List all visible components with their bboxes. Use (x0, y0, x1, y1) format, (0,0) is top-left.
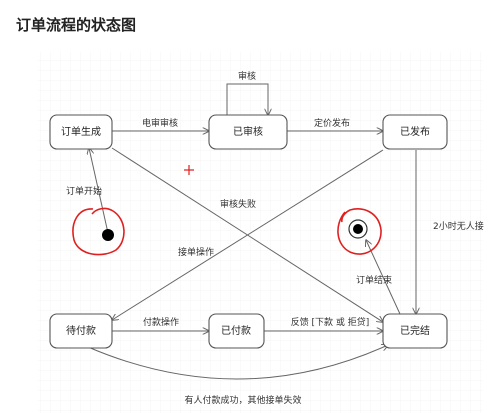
edge-order-end (366, 240, 401, 315)
label-order-start: 订单开始 (66, 185, 102, 197)
state-label: 已审核 (233, 125, 263, 138)
label-payment-operation: 付款操作 (143, 316, 179, 328)
state-paid: 已付款 (208, 313, 265, 349)
state-pending-payment: 待付款 (49, 313, 113, 349)
label-order-end: 订单结束 (356, 274, 392, 286)
edge-order-start (89, 148, 109, 234)
annotation-circle-initial (72, 207, 125, 256)
state-label: 订单生成 (61, 125, 101, 138)
transitions (87, 83, 416, 380)
label-feedback: 反馈 [下款 或 拒贷] (291, 316, 370, 328)
state-label: 待付款 (66, 324, 96, 337)
state-label: 已发布 (400, 125, 430, 138)
state-label: 已付款 (221, 324, 251, 337)
state-label: 已完结 (400, 324, 430, 337)
state-order-created: 订单生成 (49, 114, 113, 150)
label-electronic-review: 电审审核 (142, 117, 178, 129)
edge-accept-order (112, 149, 384, 320)
diagram-title: 订单流程的状态图 (16, 16, 137, 34)
final-state (348, 219, 368, 239)
state-completed: 已完结 (382, 313, 448, 349)
red-plus-mark (184, 165, 194, 175)
annotation-circle-final (337, 208, 382, 255)
state-reviewed: 已审核 (208, 114, 288, 150)
initial-state (102, 229, 114, 241)
label-no-one-accepts: 2小时无人接 (433, 220, 484, 232)
edge-review-loop (226, 83, 268, 115)
label-review-failed: 审核失败 (220, 198, 256, 210)
label-accept-order: 接单操作 (178, 246, 214, 258)
state-published: 已发布 (382, 114, 448, 150)
red-annotations (72, 165, 382, 256)
edge-someone-paid (87, 345, 388, 380)
label-review-loop: 审核 (238, 70, 256, 82)
label-someone-paid: 有人付款成功，其他接单失效 (184, 394, 301, 406)
label-pricing-publish: 定价发布 (314, 117, 350, 129)
